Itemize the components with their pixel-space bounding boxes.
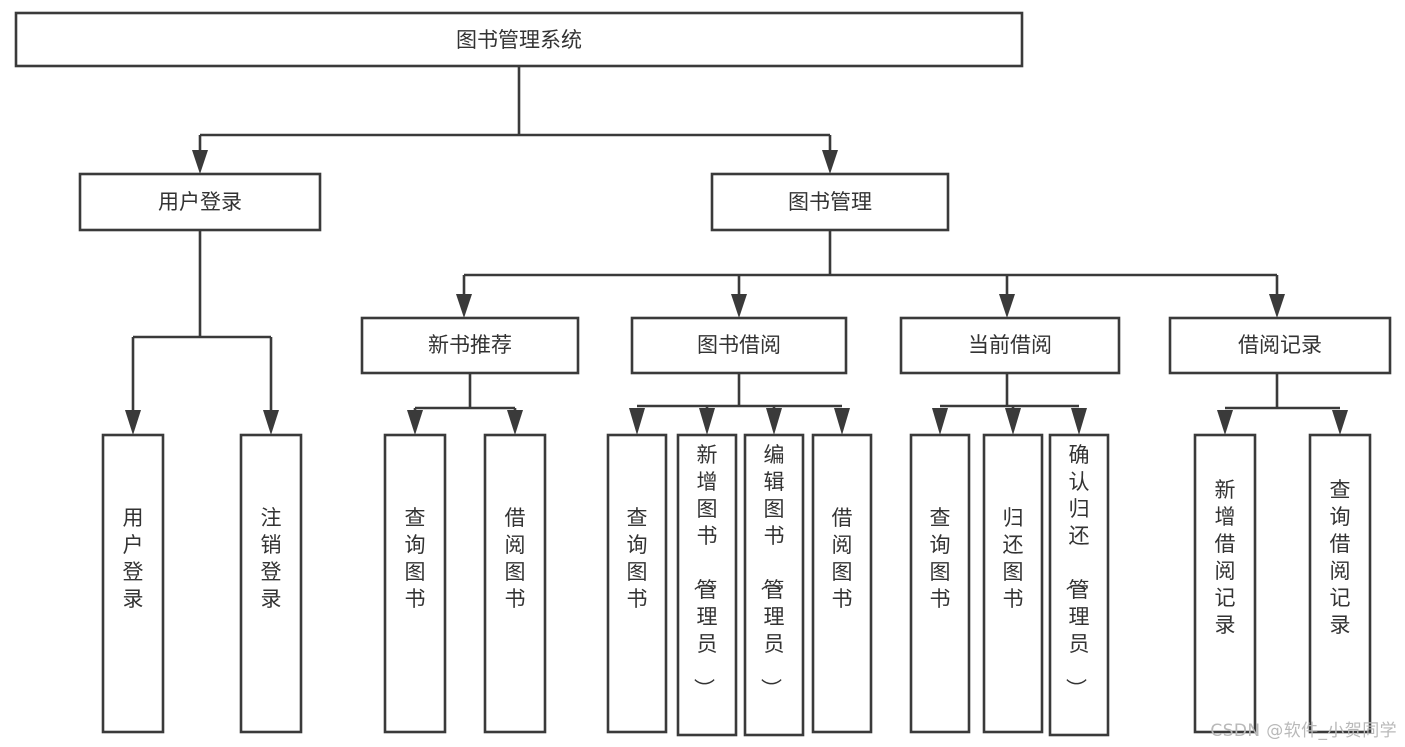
leaf-return-book[interactable]: 归还图书	[982, 433, 1044, 734]
leaf-borrow-book-new-label: 借阅图书	[505, 506, 526, 611]
node-book-borrow-label: 图书借阅	[697, 333, 781, 357]
leaf-query-book-new-box[interactable]	[383, 433, 447, 734]
leaf-query-borrow-record-label: 查询借阅记录	[1330, 478, 1351, 637]
leaf-return-book-box[interactable]	[982, 433, 1044, 734]
arrowhead-leaf-logout	[263, 410, 279, 435]
leaf-borrow-book-new[interactable]: 借阅图书	[483, 433, 547, 734]
leaf-borrow-book-new-box[interactable]	[483, 433, 547, 734]
node-new-book-recommend[interactable]: 新书推荐	[360, 316, 580, 375]
leaf-confirm-return-admin-box[interactable]	[1048, 433, 1110, 737]
node-new-book-recommend-box[interactable]	[360, 316, 580, 375]
leaf-query-book-current-box[interactable]	[909, 433, 971, 734]
arrowhead-current	[999, 294, 1015, 318]
node-borrow-records-label: 借阅记录	[1238, 333, 1322, 357]
leaf-query-borrow-record-box[interactable]	[1308, 433, 1372, 734]
leaf-add-book-admin-box[interactable]	[676, 433, 738, 737]
leaf-borrow-book-label: 借阅图书	[832, 506, 853, 611]
node-book-borrow[interactable]: 图书借阅	[630, 316, 848, 375]
node-user-login-label: 用户登录	[158, 190, 242, 214]
arrowhead-records-leaf-2	[1332, 410, 1348, 435]
arrowhead-borrow-leaf-4	[834, 408, 850, 435]
arrowhead-current-leaf-1	[932, 408, 948, 435]
leaf-query-book-new-label: 查询图书	[405, 506, 426, 611]
leaf-user-login-box[interactable]	[101, 433, 165, 734]
node-book-management[interactable]: 图书管理	[710, 172, 950, 232]
leaf-query-book-current[interactable]: 查询图书	[909, 433, 971, 734]
leaf-add-book-admin-label: 新增图书（管理员）	[692, 443, 718, 699]
leaf-query-book-new[interactable]: 查询图书	[383, 433, 447, 734]
leaf-add-borrow-record[interactable]: 新增借阅记录	[1193, 433, 1257, 734]
arrowhead-records-leaf-1	[1217, 410, 1233, 435]
arrowhead-leaf-user-login	[125, 410, 141, 435]
leaf-edit-book-admin[interactable]: 编辑图书（管理员）	[743, 433, 805, 737]
leaf-edit-book-admin-box[interactable]	[743, 433, 805, 737]
leaf-add-book-admin[interactable]: 新增图书（管理员）	[676, 433, 738, 737]
leaf-query-book-borrow-box[interactable]	[606, 433, 668, 734]
node-book-management-label: 图书管理	[788, 190, 872, 214]
node-root-label: 图书管理系统	[456, 28, 582, 52]
node-borrow-records-box[interactable]	[1168, 316, 1392, 375]
leaf-logout-box[interactable]	[239, 433, 303, 734]
arrowhead-borrow	[731, 294, 747, 318]
arrowhead-current-leaf-2	[1005, 408, 1021, 435]
leaf-logout[interactable]: 注销登录	[239, 433, 303, 734]
leaf-add-borrow-record-box[interactable]	[1193, 433, 1257, 734]
leaf-user-login[interactable]: 用户登录	[101, 433, 165, 734]
leaf-query-book-current-label: 查询图书	[930, 506, 951, 611]
node-root[interactable]: 图书管理系统	[14, 11, 1024, 68]
connector-group	[125, 66, 1348, 435]
node-book-borrow-box[interactable]	[630, 316, 848, 375]
node-current-borrow-label: 当前借阅	[968, 333, 1052, 357]
arrowhead-user-login	[192, 150, 208, 174]
node-root-box[interactable]	[14, 11, 1024, 68]
arrowhead-borrow-leaf-1	[629, 408, 645, 435]
node-book-management-box[interactable]	[710, 172, 950, 232]
leaf-borrow-book-box[interactable]	[811, 433, 873, 734]
node-borrow-records[interactable]: 借阅记录	[1168, 316, 1392, 375]
leaf-confirm-return-admin-label: 确认归还（管理员）	[1064, 443, 1090, 699]
arrowhead-newbook-leaf-1	[407, 410, 423, 435]
leaf-return-book-label: 归还图书	[1003, 506, 1024, 611]
leaf-confirm-return-admin[interactable]: 确认归还（管理员）	[1048, 433, 1110, 737]
node-user-login-box[interactable]	[78, 172, 322, 232]
leaf-query-borrow-record[interactable]: 查询借阅记录	[1308, 433, 1372, 734]
leaf-borrow-book[interactable]: 借阅图书	[811, 433, 873, 734]
leaf-logout-label: 注销登录	[261, 506, 282, 611]
node-user-login[interactable]: 用户登录	[78, 172, 322, 232]
arrowhead-newbook-leaf-2	[507, 410, 523, 435]
node-current-borrow-box[interactable]	[899, 316, 1121, 375]
leaf-edit-book-admin-label: 编辑图书（管理员）	[759, 443, 785, 699]
arrowhead-current-leaf-3	[1071, 408, 1087, 435]
leaf-user-login-label: 用户登录	[123, 506, 144, 611]
arrowhead-records	[1269, 294, 1285, 318]
node-current-borrow[interactable]: 当前借阅	[899, 316, 1121, 375]
leaf-add-borrow-record-label: 新增借阅记录	[1215, 478, 1236, 637]
csdn-watermark: CSDN @软件_小贺同学	[1210, 721, 1397, 741]
leaf-query-book-borrow-label: 查询图书	[627, 506, 648, 611]
leaf-query-book-borrow[interactable]: 查询图书	[606, 433, 668, 734]
arrowhead-borrow-leaf-2	[699, 408, 715, 435]
node-new-book-recommend-label: 新书推荐	[428, 333, 512, 357]
arrowhead-newbook	[456, 294, 472, 318]
arrowhead-borrow-leaf-3	[766, 408, 782, 435]
arrowhead-book-mgmt	[822, 150, 838, 174]
